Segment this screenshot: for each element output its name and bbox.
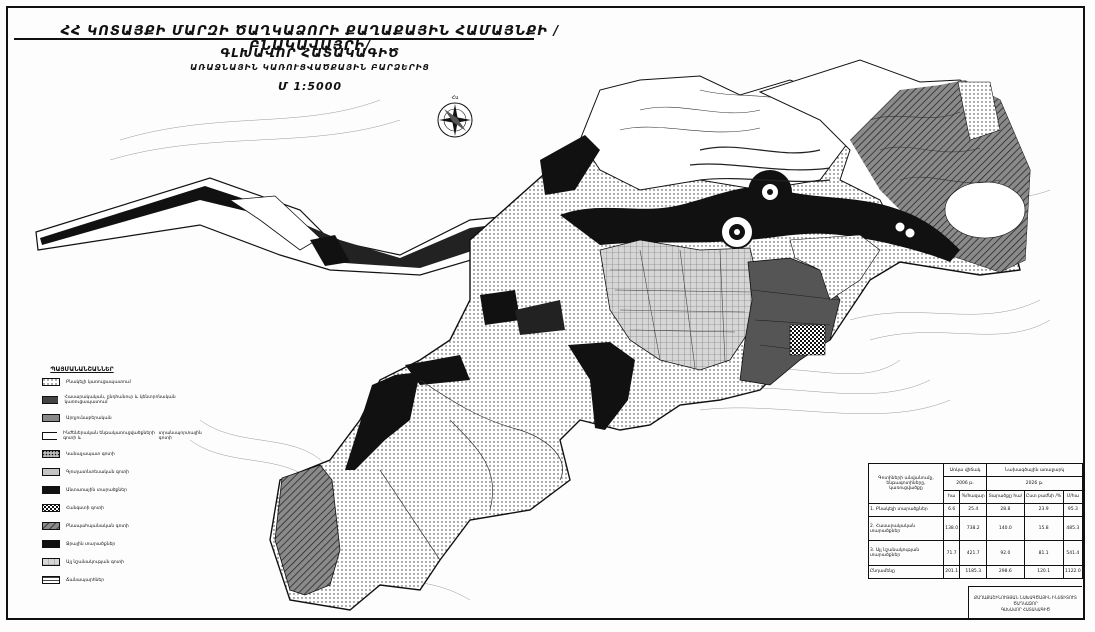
- table-cell: 15.8: [1023, 516, 1064, 542]
- main-settlement: [269, 59, 1031, 611]
- legend-label: Կանաչապատ գոտի: [66, 451, 115, 457]
- legend-swatch: [42, 558, 60, 566]
- table-year-existing: 2006 թ.: [942, 476, 988, 491]
- map-subtitle-2: ԱՌԱՋՆԱՅԻՆ ԿԱՌՈՒՑՎԱԾՔԱՅԻՆ ԲԱՐՁԵՐԻՑ: [190, 63, 430, 72]
- legend-label: Բնակելի կառուցապատում: [66, 379, 131, 385]
- map-legend: ՊԱՅՄԱՆԱՆՇԱՆՆԵՐ Բնակելի կառուցապատում: [42, 366, 207, 589]
- legend-label: Գյուղատնտեսական գոտի: [66, 469, 129, 475]
- legend-label-2: տրանսպորտային գոտի: [158, 431, 202, 441]
- north-arrow-compass: [437, 102, 473, 138]
- legend-item: Ջրային տարածքներ: [42, 535, 207, 553]
- table-cell: 421.7: [959, 540, 988, 566]
- table-cell: 298.6: [986, 564, 1025, 580]
- legend-item: Անտառային տարածքներ: [42, 481, 207, 499]
- legend-item: Հասարակական, ընդհանուր և կենտրոնական կառ…: [42, 391, 207, 409]
- table-cell: 138.0: [942, 516, 961, 542]
- compass-label: Հս: [452, 95, 459, 101]
- legend-swatch: [42, 576, 60, 584]
- table-cell: 1185.3: [959, 564, 988, 580]
- table-row-name: 1. Բնակելի տարածքներ: [868, 502, 944, 518]
- table-year-proposed: 2026 թ.: [986, 476, 1083, 491]
- table-row-name: 3. Այլ նշանակության տարածքներ: [868, 540, 944, 566]
- legend-swatch: [42, 504, 60, 512]
- table-cell: 92.0: [986, 540, 1025, 566]
- table-sub-share: Ըստ բաժնի /%: [1023, 489, 1064, 504]
- stats-table: Գոտիների անվանումը, ենթագոտիները, կառուց…: [868, 462, 1084, 580]
- legend-item: Ճանապարհներ: [42, 571, 207, 589]
- table-row-name: Ընդամենը: [868, 564, 944, 580]
- table-cell: 28.8: [986, 502, 1025, 518]
- title-underline: [14, 38, 534, 40]
- legend-swatch: [42, 522, 60, 530]
- legend-label: Հասարակական, ընդհանուր և կենտրոնական կառ…: [64, 395, 176, 405]
- table-cell: 140.0: [986, 516, 1025, 542]
- legend-label: Ջրային տարածքներ: [66, 541, 116, 547]
- table-cell: 95.3: [1062, 502, 1084, 518]
- map-title: ՀՀ ԿՈՏԱՅՔԻ ՄԱՐԶԻ ԾԱՂԿԱՁՈՐԻ ՔԱՂԱՔԱՅԻՆ ՀԱՄ…: [60, 24, 560, 54]
- table-sub-density: Մ/հա: [1062, 489, 1084, 504]
- legend-item: Բնակելի կառուցապատում: [42, 373, 207, 391]
- table-cell: 1122.0: [1062, 564, 1084, 580]
- table-sub-pct: %/հազար: [959, 489, 988, 504]
- table-cell: 120.1: [1023, 564, 1064, 580]
- table-cell: 485.3: [1062, 516, 1084, 542]
- title-block-stamp: ՔԱՂԱՔԱՇԻՆՈՒԹՅԱՆ ՆԱԽԱԳԾԱՅԻՆ ԻՆՍՏԻՏՈՒՏ ԾԱՂ…: [968, 586, 1082, 620]
- legend-item: Բնապահպանական գոտի: [42, 517, 207, 535]
- table-cell: 81.1: [1023, 540, 1064, 566]
- table-cell: 25.4: [959, 502, 988, 518]
- stamp-line-2: ԾԱՂԿԱՁՈՐ: [1013, 601, 1038, 606]
- map-subtitle: ԳԼԽԱՎՈՐ ՀԱՏԱԿԱԳԻԾ: [220, 46, 400, 60]
- stamp-line-3: ԳԼԽԱՎՈՐ ՀԱՏԱԿԱԳԻԾ: [1001, 607, 1050, 612]
- table-row-name: 2. Հասարակական տարածքներ: [868, 516, 944, 542]
- legend-swatch: [42, 540, 60, 548]
- legend-label: Այլ նշանակության գոտի: [66, 559, 124, 565]
- legend-item: Գյուղատնտեսական գոտի: [42, 463, 207, 481]
- legend-label: Հանգստի գոտի: [66, 505, 104, 511]
- table-cell: 23.9: [1023, 502, 1064, 518]
- legend-label: Անտառային տարածքներ: [66, 487, 127, 493]
- western-corridor: [35, 177, 521, 276]
- legend-item: Արդյունաբերական: [42, 409, 207, 427]
- legend-swatch: [42, 414, 60, 422]
- legend-label: Բնապահպանական գոտի: [66, 523, 129, 529]
- legend-swatch: [42, 396, 59, 404]
- table-cell: 71.7: [942, 540, 961, 566]
- table-cell: 738.2: [959, 516, 988, 542]
- legend-swatch: [42, 486, 60, 494]
- table-sub-area: Տարածքը հա/: [986, 489, 1025, 504]
- table-sub-ha: հա: [942, 489, 961, 504]
- map-scale: Մ 1:5000: [277, 80, 343, 93]
- legend-item: Կանաչապատ գոտի: [42, 445, 207, 463]
- legend-item: Հանգստի գոտի: [42, 499, 207, 517]
- land-balance-table: Գոտիների անվանումը, ենթագոտիները, կառուց…: [868, 462, 1084, 580]
- legend-swatch: [42, 450, 60, 458]
- legend-label: Ճանապարհներ: [66, 577, 105, 583]
- table-head-zone: Գոտիների անվանումը, ենթագոտիները, կառուց…: [868, 463, 944, 504]
- legend-item: Այլ նշանակության գոտի: [42, 553, 207, 571]
- legend-title: ՊԱՅՄԱՆԱՆՇԱՆՆԵՐ: [50, 366, 114, 373]
- legend-label: Արդյունաբերական: [66, 415, 112, 421]
- stamp-line-1: ՔԱՂԱՔԱՇԻՆՈՒԹՅԱՆ ՆԱԽԱԳԾԱՅԻՆ ԻՆՍՏԻՏՈՒՏ: [974, 595, 1077, 600]
- legend-swatch: [42, 432, 58, 440]
- table-head-proposed: Նախագծային առաջարկ: [986, 462, 1083, 478]
- legend-swatch: [42, 378, 60, 386]
- table-cell: 201.1: [942, 564, 961, 580]
- table-head-existing: Առկա վիճակ: [942, 462, 988, 478]
- table-cell: 6.6: [942, 502, 961, 518]
- legend-label: Ինժեներական ենթակառուցվածքների գոտի և: [63, 431, 155, 441]
- legend-swatch: [42, 468, 60, 476]
- legend-items: Բնակելի կառուցապատում Հասարակական, ընդհա…: [42, 373, 207, 589]
- sheet-border: [6, 6, 1085, 620]
- table-cell: 541.4: [1062, 540, 1084, 566]
